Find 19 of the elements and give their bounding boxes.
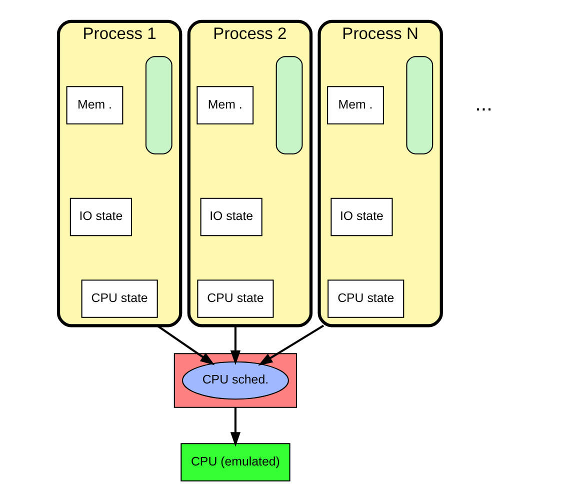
node-box: CPU state	[80, 279, 158, 318]
arrow	[258, 324, 324, 366]
node-box: CPU (emulated)	[180, 442, 290, 481]
label: ...	[474, 92, 492, 115]
arrow	[156, 324, 214, 365]
node-box: IO state	[330, 197, 392, 236]
node-box: CPU state	[196, 279, 274, 318]
node-box: Mem .	[326, 86, 384, 124]
node-box	[144, 56, 172, 154]
arrow	[230, 406, 240, 446]
node-ellipse: CPU sched.	[181, 360, 288, 400]
node-box: IO state	[69, 197, 132, 236]
arrow	[230, 325, 240, 364]
node-box	[275, 56, 302, 154]
node-box: Mem .	[66, 86, 123, 124]
node-box	[406, 56, 433, 154]
node-box: CPU state	[327, 279, 404, 318]
node-box: IO state	[200, 197, 262, 236]
node-box: Mem .	[196, 86, 254, 124]
